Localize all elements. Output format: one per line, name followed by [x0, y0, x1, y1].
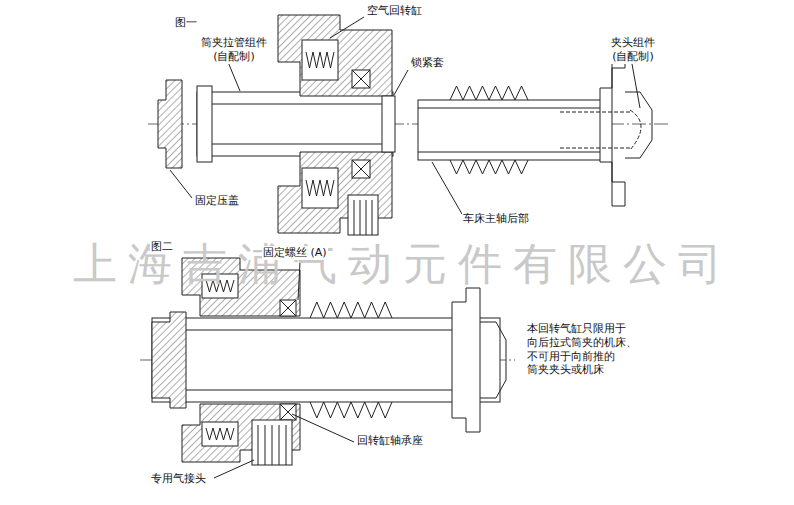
part-label: 夹头组件 (自配制) [604, 36, 662, 64]
part-label: 固定螺丝 (A) [262, 246, 328, 260]
part-label: 锁紧套 [410, 56, 445, 70]
part-label: 空气回转缸 [366, 4, 423, 18]
part-label: 专用气接头 [150, 472, 207, 486]
figure-label: 图一 [174, 16, 198, 30]
part-label: 回转缸轴承座 [356, 434, 424, 448]
note-text: 本回转气缸只限用于 向后拉式筒夹的机床、 不可用于向前推的 筒夹夹头或机床 [526, 322, 642, 377]
figure-label: 图二 [150, 240, 174, 254]
figure-two [140, 258, 515, 478]
part-label: 固定压盖 [194, 194, 240, 208]
part-label: 车床主轴后部 [462, 212, 530, 226]
figure-one [148, 15, 668, 235]
part-label: 筒夹拉管组件 (自配制) [196, 36, 272, 64]
